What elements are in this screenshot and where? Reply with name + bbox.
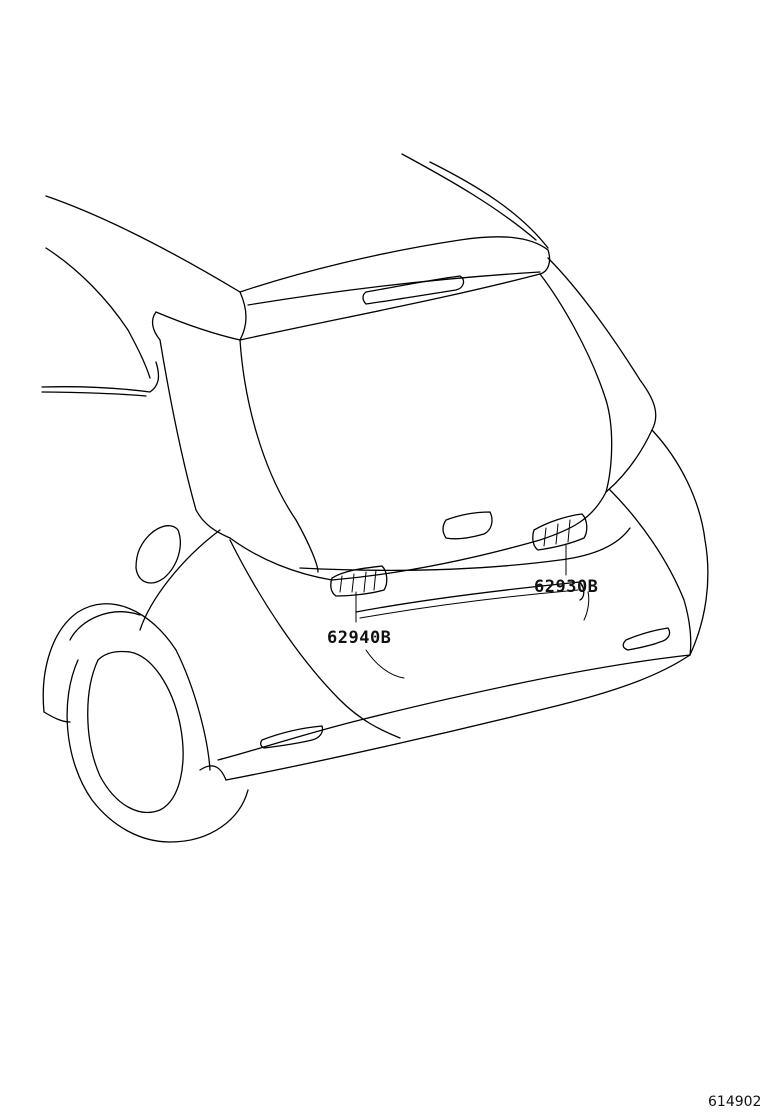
rear-lamp-right bbox=[532, 513, 588, 551]
vehicle-outline bbox=[41, 153, 709, 843]
part-number-label: 62940B bbox=[327, 628, 391, 648]
rear-lamp-left bbox=[330, 565, 388, 597]
illustration-number: 614902 bbox=[708, 1094, 760, 1110]
part-number-label: 62930B bbox=[534, 577, 598, 597]
